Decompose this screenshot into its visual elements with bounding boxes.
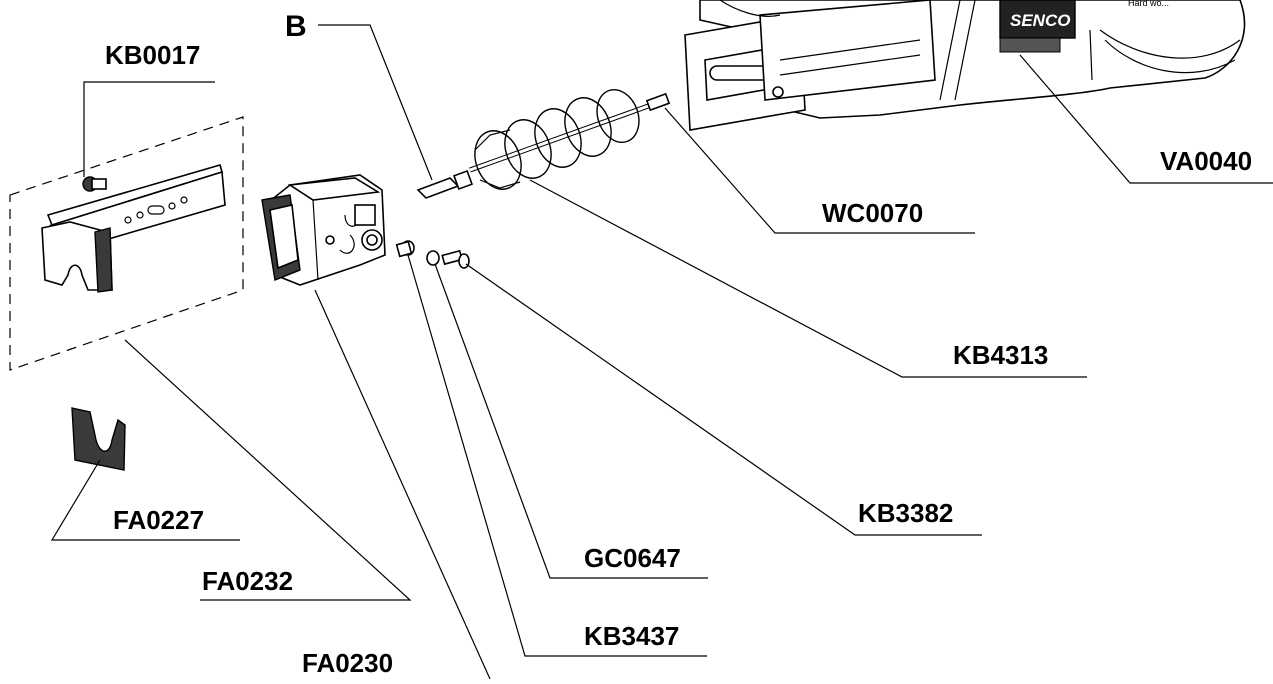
label-FA0232: FA0232 xyxy=(202,566,293,596)
label-KB3382: KB3382 xyxy=(858,498,953,528)
brand-logo: SENCO xyxy=(1010,11,1070,30)
brand-subtext: Hard wo... xyxy=(1128,0,1169,8)
screw-KB3437 xyxy=(395,240,415,258)
tool-body-VA0040: SENCO Hard wo... xyxy=(684,0,1246,131)
label-B: B xyxy=(285,10,307,43)
clip-FA0227 xyxy=(71,407,126,471)
driver-bit-B xyxy=(416,170,473,199)
label-VA0040: VA0040 xyxy=(1160,146,1252,176)
auger-WC0070 xyxy=(469,89,671,190)
label-KB0017: KB0017 xyxy=(105,40,200,70)
label-WC0070: WC0070 xyxy=(822,198,923,228)
label-GC0647: GC0647 xyxy=(584,543,681,573)
label-FA0230: FA0230 xyxy=(302,648,393,678)
rail-FA0232 xyxy=(9,116,244,371)
label-KB3437: KB3437 xyxy=(584,621,679,651)
washer-GC0647 xyxy=(426,250,440,266)
housing-FA0230 xyxy=(261,174,386,286)
label-KB4313: KB4313 xyxy=(953,340,1048,370)
screw-KB3382 xyxy=(441,249,470,269)
leader-lines xyxy=(50,24,1273,680)
label-FA0227: FA0227 xyxy=(113,505,204,535)
